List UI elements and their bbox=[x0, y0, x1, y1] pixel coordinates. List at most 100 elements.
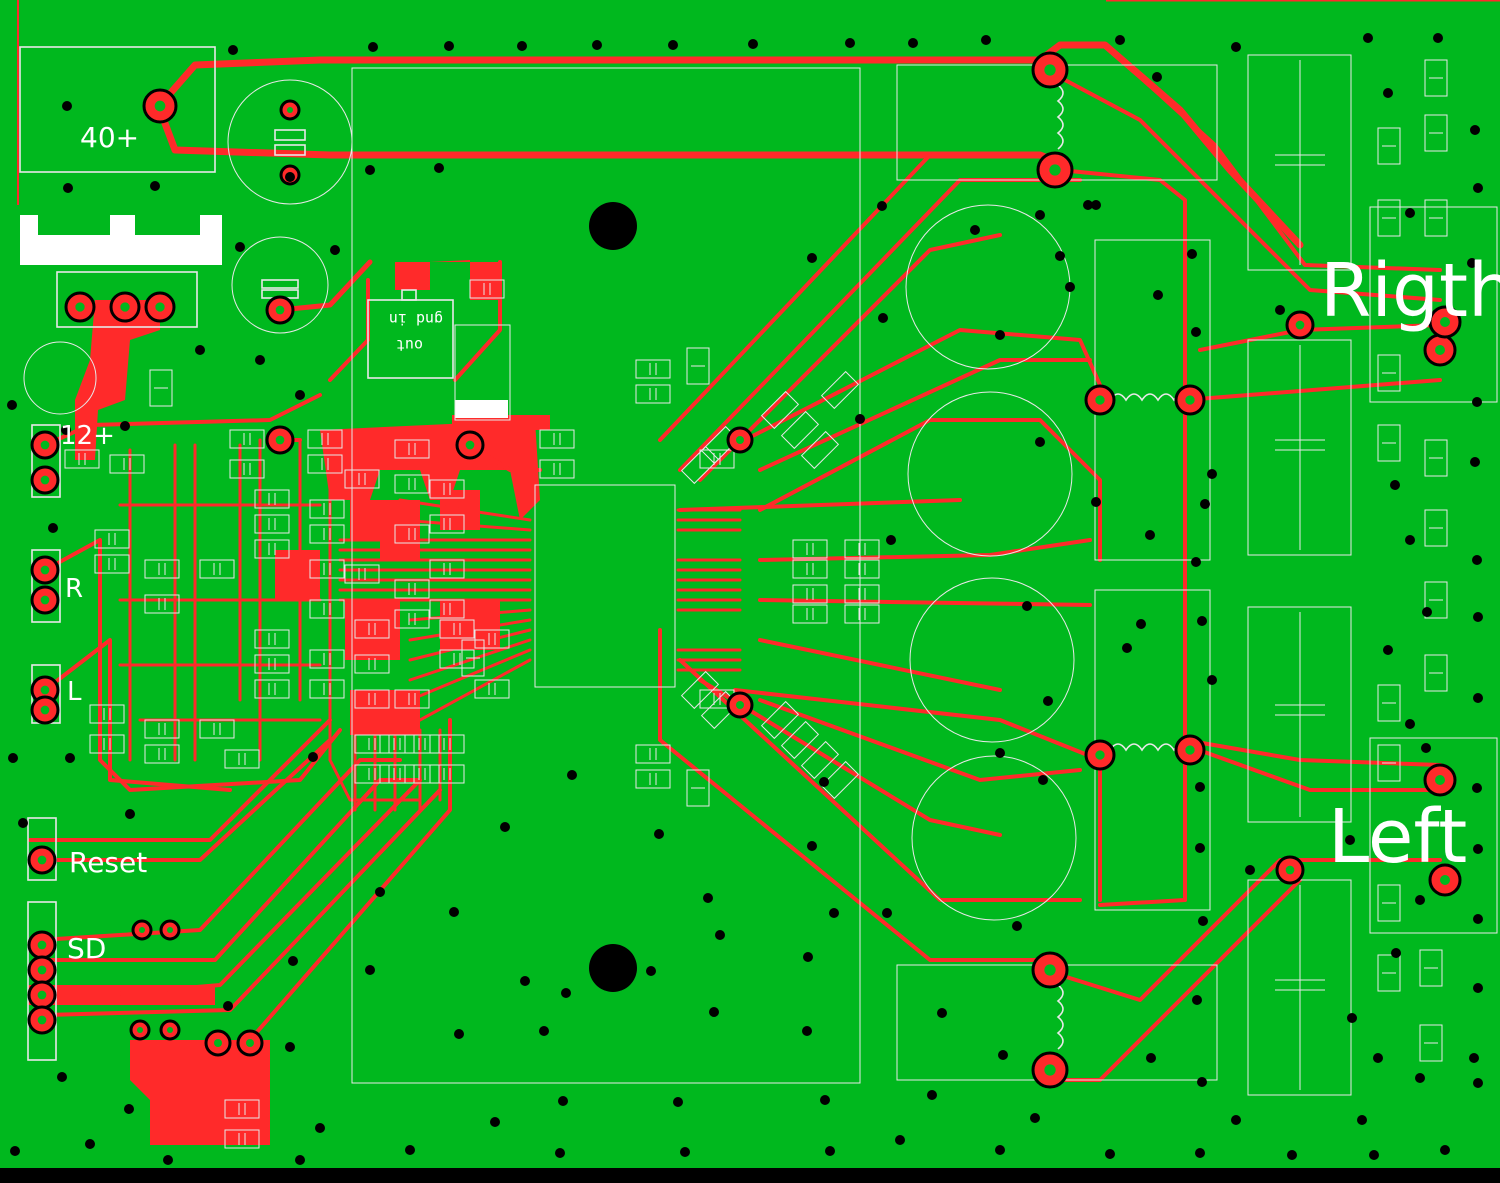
smd-component-rotated bbox=[820, 760, 860, 800]
via bbox=[1153, 290, 1163, 300]
smd-component-outline bbox=[89, 704, 125, 724]
via bbox=[1470, 457, 1480, 467]
via bbox=[8, 753, 18, 763]
via bbox=[62, 101, 72, 111]
smd-component-outline bbox=[1424, 581, 1448, 619]
via bbox=[368, 42, 378, 52]
smd-component-outline bbox=[760, 390, 800, 430]
via bbox=[1275, 305, 1285, 315]
via bbox=[1231, 1115, 1241, 1125]
smd-component-outline bbox=[199, 719, 235, 739]
smd-component-outline bbox=[429, 514, 465, 534]
smd-component-outline bbox=[1377, 424, 1401, 462]
pad-drill-hole bbox=[40, 685, 50, 695]
smd-component-outline bbox=[379, 734, 415, 754]
pad-drill-hole bbox=[736, 701, 744, 709]
smd-component-outline bbox=[404, 734, 440, 754]
via bbox=[1405, 719, 1415, 729]
smd-component-outline bbox=[309, 599, 345, 619]
via bbox=[1363, 33, 1373, 43]
label-shutdown: SD bbox=[67, 932, 106, 965]
via bbox=[500, 822, 510, 832]
via bbox=[57, 1072, 67, 1082]
smd-component-outline bbox=[254, 514, 290, 534]
via bbox=[48, 523, 58, 533]
smd-component-outline bbox=[760, 700, 800, 740]
pad-drill-hole bbox=[275, 305, 285, 315]
via bbox=[124, 1104, 134, 1114]
via bbox=[1195, 843, 1205, 853]
via bbox=[365, 165, 375, 175]
via bbox=[195, 345, 205, 355]
via bbox=[1433, 33, 1443, 43]
smd-component-outline bbox=[307, 454, 343, 474]
via bbox=[1195, 1148, 1205, 1158]
pad-drill-hole bbox=[1044, 1064, 1056, 1076]
smd-component-outline bbox=[144, 744, 180, 764]
via bbox=[882, 908, 892, 918]
pad-drill-hole bbox=[154, 100, 166, 112]
via bbox=[995, 748, 1005, 758]
via bbox=[1207, 675, 1217, 685]
via bbox=[1347, 1013, 1357, 1023]
pad-drill-hole bbox=[1185, 395, 1195, 405]
via bbox=[668, 40, 678, 50]
smd-component-outline bbox=[224, 1129, 260, 1149]
smd-component-outline bbox=[792, 584, 828, 604]
smd-component-outline bbox=[254, 679, 290, 699]
via bbox=[970, 225, 980, 235]
via bbox=[1422, 607, 1432, 617]
electrolytic-cap-3 bbox=[909, 577, 1075, 743]
via bbox=[10, 1146, 20, 1156]
electrolytic-cap-4 bbox=[911, 755, 1077, 921]
pad-drill-hole bbox=[37, 855, 47, 865]
via bbox=[1469, 1053, 1479, 1063]
pad-drill-hole bbox=[120, 302, 130, 312]
via bbox=[223, 1001, 233, 1011]
smd-component-outline bbox=[1377, 199, 1401, 237]
smd-component-outline bbox=[844, 604, 880, 624]
through-hole-pads bbox=[27, 51, 1462, 1089]
smd-component-rotated bbox=[780, 410, 820, 450]
via bbox=[1055, 251, 1065, 261]
smd-component-outline bbox=[224, 749, 260, 769]
smd-component-outline bbox=[1419, 1024, 1443, 1062]
pad-drill-hole bbox=[465, 440, 475, 450]
pad-drill-hole bbox=[287, 107, 293, 113]
smd-component-outline bbox=[254, 489, 290, 509]
pad-drill-hole bbox=[37, 990, 47, 1000]
via bbox=[819, 777, 829, 787]
to220-outline bbox=[56, 271, 198, 328]
via bbox=[1473, 693, 1483, 703]
smd-component-outline bbox=[780, 410, 820, 450]
amplifier-ic-outline bbox=[534, 484, 676, 688]
via bbox=[285, 172, 295, 182]
pad-drill-hole bbox=[37, 940, 47, 950]
via bbox=[820, 1095, 830, 1105]
smd-component-outline bbox=[254, 539, 290, 559]
via bbox=[1191, 557, 1201, 567]
label-input-right: R bbox=[65, 574, 83, 604]
label-40v: 40+ bbox=[80, 121, 139, 154]
smd-component-outline bbox=[844, 539, 880, 559]
smd-component-outline bbox=[254, 654, 290, 674]
smd-component-outline bbox=[344, 564, 380, 584]
smd-component-outline bbox=[229, 459, 265, 479]
mounting-hole-bottom bbox=[589, 944, 637, 992]
smd-component-rotated bbox=[800, 740, 840, 780]
regulator-pin-label-1: gnd in bbox=[389, 310, 443, 328]
smd-component-outline bbox=[309, 679, 345, 699]
smd-component-outline bbox=[254, 629, 290, 649]
smd-component-outline bbox=[686, 769, 710, 807]
pad-drill-hole bbox=[1435, 775, 1445, 785]
smd-component-outline bbox=[394, 609, 430, 629]
smd-component-outline bbox=[394, 474, 430, 494]
via bbox=[1390, 480, 1400, 490]
via bbox=[1373, 1053, 1383, 1063]
via bbox=[1383, 88, 1393, 98]
pad-drill-hole bbox=[1435, 345, 1445, 355]
smd-component-outline bbox=[635, 384, 671, 404]
via bbox=[1467, 258, 1477, 268]
smd-component-outline bbox=[229, 429, 265, 449]
